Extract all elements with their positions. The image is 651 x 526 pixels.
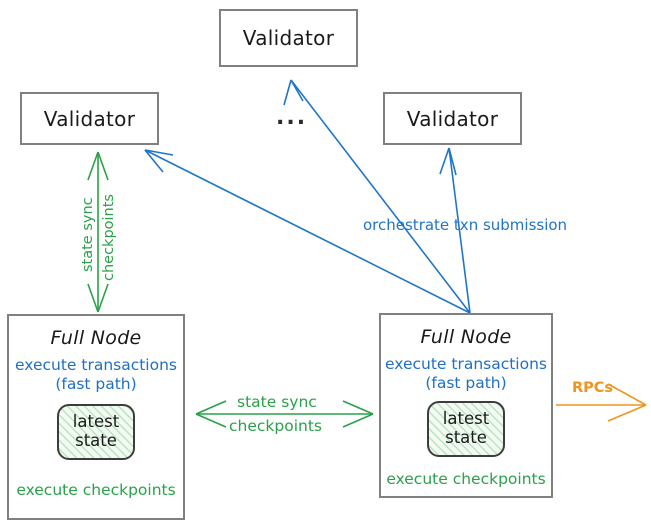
full-node-left-fastpath: execute transactions (fast path) bbox=[15, 356, 177, 395]
label-state-sync-center-line2: checkpoints bbox=[229, 417, 322, 435]
full-node-left[interactable]: Full Node execute transactions (fast pat… bbox=[7, 314, 185, 520]
validator-left-label: Validator bbox=[43, 106, 136, 131]
validator-right-label: Validator bbox=[406, 106, 499, 131]
latest-state-box-left[interactable]: latest state bbox=[57, 403, 135, 460]
latest-state-left-line2: state bbox=[75, 430, 117, 450]
label-state-sync-vertical-line2: checkpoints bbox=[101, 194, 117, 281]
validators-ellipsis: ... bbox=[276, 105, 308, 130]
label-state-sync-vertical-line1: state sync bbox=[80, 197, 96, 272]
full-node-right-execute-checkpoints: execute checkpoints bbox=[386, 469, 546, 488]
full-node-left-fastpath-line2: (fast path) bbox=[55, 375, 137, 394]
full-node-left-title: Full Node bbox=[50, 327, 142, 349]
validator-box-top[interactable]: Validator bbox=[219, 9, 358, 67]
full-node-right-fastpath: execute transactions (fast path) bbox=[385, 355, 547, 394]
full-node-right-fastpath-line1: execute transactions bbox=[384, 355, 548, 373]
full-node-left-execute-checkpoints: execute checkpoints bbox=[16, 480, 176, 499]
validator-top-label: Validator bbox=[242, 26, 335, 50]
validator-box-right[interactable]: Validator bbox=[383, 92, 522, 145]
latest-state-left-line1: latest bbox=[72, 411, 120, 431]
validator-box-left[interactable]: Validator bbox=[20, 92, 159, 145]
latest-state-right-line2: state bbox=[445, 427, 487, 447]
full-node-left-fastpath-line1: execute transactions bbox=[14, 356, 178, 374]
latest-state-right-line1: latest bbox=[442, 408, 490, 428]
label-orchestrate-txn-submission: orchestrate txn submission bbox=[363, 216, 568, 234]
full-node-right-title: Full Node bbox=[420, 326, 512, 348]
label-state-sync-center-line1: state sync bbox=[237, 393, 317, 411]
label-rpcs: RPCs bbox=[572, 380, 614, 396]
latest-state-box-right[interactable]: latest state bbox=[427, 400, 505, 457]
full-node-right-fastpath-line2: (fast path) bbox=[425, 374, 507, 393]
full-node-right[interactable]: Full Node execute transactions (fast pat… bbox=[379, 313, 553, 498]
